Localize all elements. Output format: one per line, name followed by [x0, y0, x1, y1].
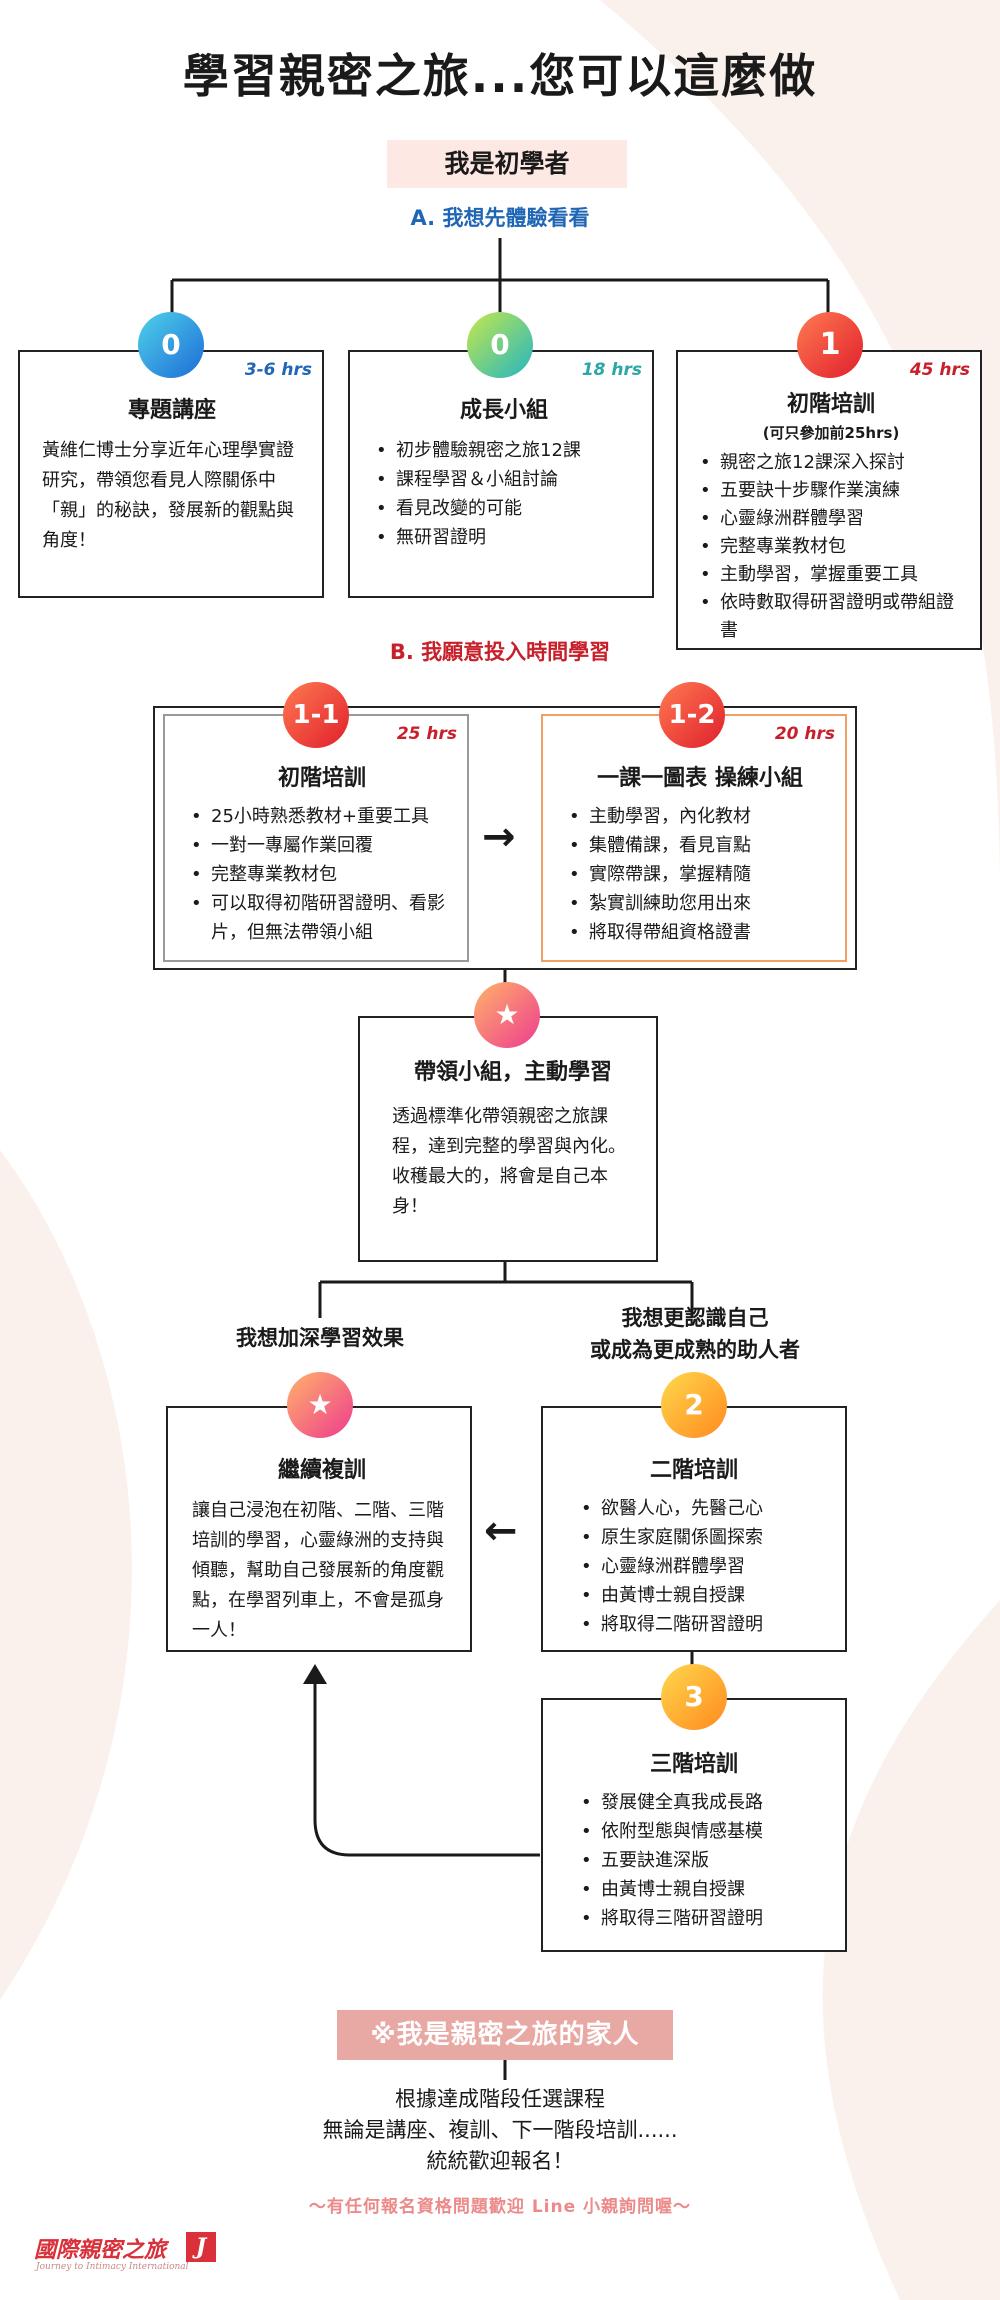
badge-1-2: 1-2: [659, 682, 725, 748]
card-list: 主動學習，內化教材 集體備課，看見盲點 實際帶課，掌握精隨 紮實訓練助您用出來 …: [565, 802, 835, 947]
list-item: 完整專業教材包: [696, 533, 966, 561]
section-a-heading: A. 我想先體驗看看: [410, 206, 590, 230]
card-growth-group[interactable]: 18 hrs 成長小組 初步體驗親密之旅12課 課程學習＆小組討論 看見改變的可…: [348, 350, 654, 598]
list-item: 可以取得初階研習證明、看影片，但無法帶領小組: [187, 889, 457, 947]
logo-name: 國際親密之旅: [34, 2237, 167, 2263]
card-basic-25hrs[interactable]: 25 hrs 初階培訓 25小時熟悉教材+重要工具 一對一專屬作業回覆 完整專業…: [163, 714, 469, 962]
badge-3: 3: [661, 1664, 727, 1730]
list-item: 實際帶課，掌握精隨: [565, 860, 835, 889]
card-lecture[interactable]: 3-6 hrs 專題講座 黃維仁博士分享近年心理學實證研究，帶領您看見人際關係中…: [18, 350, 324, 598]
section-b-heading: B. 我願意投入時間學習: [389, 640, 611, 664]
list-item: 一對一專屬作業回覆: [187, 831, 457, 860]
card-title: 專題講座: [127, 398, 216, 423]
hours-label: 25 hrs: [396, 724, 457, 744]
list-item: 主動學習，掌握重要工具: [696, 561, 966, 589]
badge-0-lecture: 0: [138, 312, 204, 378]
family-line-1: 根據達成階段任選課程: [395, 2087, 605, 2111]
card-list: 欲醫人心，先醫己心 原生家庭關係圖探索 心靈綠洲群體學習 由黃博士親自授課 將取…: [577, 1494, 835, 1639]
brand-logo: 國際親密之旅 Journey to Intimacy International…: [34, 2232, 234, 2282]
list-item: 發展健全真我成長路: [577, 1788, 835, 1817]
hours-label: 45 hrs: [909, 360, 970, 380]
card-title: 帶領小組，主動學習: [413, 1060, 612, 1085]
badge-1-1: 1-1: [283, 682, 349, 748]
branch-right-label-1: 我想更認識自己: [621, 1306, 769, 1330]
list-item: 將取得三階研習證明: [577, 1904, 835, 1933]
beginner-label: 我是初學者: [387, 140, 627, 188]
list-item: 由黃博士親自授課: [577, 1875, 835, 1904]
star-icon: ★: [287, 1372, 353, 1438]
list-item: 依時數取得研習證明或帶組證書: [696, 589, 966, 645]
list-item: 25小時熟悉教材+重要工具: [187, 802, 457, 831]
page-title: 學習親密之旅...您可以這麼做: [182, 49, 818, 103]
list-item: 初步體驗親密之旅12課: [372, 436, 636, 465]
badge-0-growth-group: 0: [467, 312, 533, 378]
arrow-left-icon: ←: [484, 1508, 518, 1554]
list-item: 集體備課，看見盲點: [565, 831, 835, 860]
list-item: 無研習證明: [372, 523, 636, 552]
card-body: 透過標準化帶領親密之旅課程，達到完整的學習與內化。收穫最大的，將會是自己本身！: [392, 1106, 626, 1217]
card-review[interactable]: 繼續複訓 讓自己浸泡在初階、二階、三階培訓的學習，心靈綠洲的支持與傾聽，幫助自己…: [166, 1406, 472, 1652]
card-body: 黃維仁博士分享近年心理學實證研究，帶領您看見人際關係中「親」的秘訣，發展新的觀點…: [42, 440, 294, 551]
family-line-2: 無論是講座、複訓、下一階段培訓......: [322, 2118, 678, 2142]
arrow-right-icon: →: [482, 814, 516, 860]
branch-right-label-2: 或成為更成熟的助人者: [590, 1338, 800, 1362]
badge-2: 2: [661, 1372, 727, 1438]
list-item: 心靈綠洲群體學習: [696, 505, 966, 533]
card-list: 親密之旅12課深入探討 五要訣十步驟作業演練 心靈綠洲群體學習 完整專業教材包 …: [696, 449, 966, 645]
star-icon: ★: [474, 982, 540, 1048]
list-item: 完整專業教材包: [187, 860, 457, 889]
card-level-3[interactable]: 三階培訓 發展健全真我成長路 依附型態與情感基模 五要訣進深版 由黃博士親自授課…: [541, 1698, 847, 1952]
family-line-3: 統統歡迎報名！: [426, 2149, 574, 2173]
list-item: 紮實訓練助您用出來: [565, 889, 835, 918]
family-label: ※我是親密之旅的家人: [337, 2010, 673, 2060]
hours-label: 3-6 hrs: [244, 360, 312, 380]
list-item: 五要訣十步驟作業演練: [696, 477, 966, 505]
list-item: 將取得帶組資格證書: [565, 918, 835, 947]
card-subtitle: (可只參加前25hrs): [762, 424, 900, 442]
card-body: 讓自己浸泡在初階、二階、三階培訓的學習，心靈綠洲的支持與傾聽，幫助自己發展新的角…: [192, 1500, 444, 1641]
card-title: 三階培訓: [649, 1752, 738, 1777]
card-basic-training[interactable]: 45 hrs 初階培訓 (可只參加前25hrs) 親密之旅12課深入探討 五要訣…: [676, 350, 982, 650]
list-item: 看見改變的可能: [372, 494, 636, 523]
list-item: 心靈綠洲群體學習: [577, 1552, 835, 1581]
hours-label: 20 hrs: [774, 724, 835, 744]
hours-label: 18 hrs: [581, 360, 642, 380]
card-practice-group[interactable]: 20 hrs 一課一圖表 操練小組 主動學習，內化教材 集體備課，看見盲點 實際…: [541, 714, 847, 962]
contact-note: ～有任何報名資格問題歡迎 Line 小親詢問喔～: [308, 2197, 692, 2217]
list-item: 原生家庭關係圖探索: [577, 1523, 835, 1552]
card-lead-group[interactable]: 帶領小組，主動學習 透過標準化帶領親密之旅課程，達到完整的學習與內化。收穫最大的…: [358, 1016, 658, 1262]
branch-left-label: 我想加深學習效果: [236, 1326, 404, 1350]
card-list: 25小時熟悉教材+重要工具 一對一專屬作業回覆 完整專業教材包 可以取得初階研習…: [187, 802, 457, 947]
logo-mark-icon: J: [186, 2232, 216, 2262]
card-list: 發展健全真我成長路 依附型態與情感基模 五要訣進深版 由黃博士親自授課 將取得三…: [577, 1788, 835, 1933]
card-title: 一課一圖表 操練小組: [597, 766, 803, 791]
list-item: 課程學習＆小組討論: [372, 465, 636, 494]
card-title: 成長小組: [459, 398, 548, 423]
card-title: 初階培訓: [786, 392, 875, 417]
card-list: 初步體驗親密之旅12課 課程學習＆小組討論 看見改變的可能 無研習證明: [372, 436, 636, 552]
logo-tagline: Journey to Intimacy International: [36, 2262, 189, 2272]
card-title: 二階培訓: [649, 1458, 738, 1483]
card-level-2[interactable]: 二階培訓 欲醫人心，先醫己心 原生家庭關係圖探索 心靈綠洲群體學習 由黃博士親自…: [541, 1406, 847, 1652]
list-item: 將取得二階研習證明: [577, 1610, 835, 1639]
card-title: 初階培訓: [277, 766, 366, 791]
card-title: 繼續複訓: [277, 1458, 366, 1483]
list-item: 依附型態與情感基模: [577, 1817, 835, 1846]
list-item: 欲醫人心，先醫己心: [577, 1494, 835, 1523]
list-item: 主動學習，內化教材: [565, 802, 835, 831]
list-item: 由黃博士親自授課: [577, 1581, 835, 1610]
list-item: 五要訣進深版: [577, 1846, 835, 1875]
badge-1-basic-training: 1: [797, 312, 863, 378]
list-item: 親密之旅12課深入探討: [696, 449, 966, 477]
